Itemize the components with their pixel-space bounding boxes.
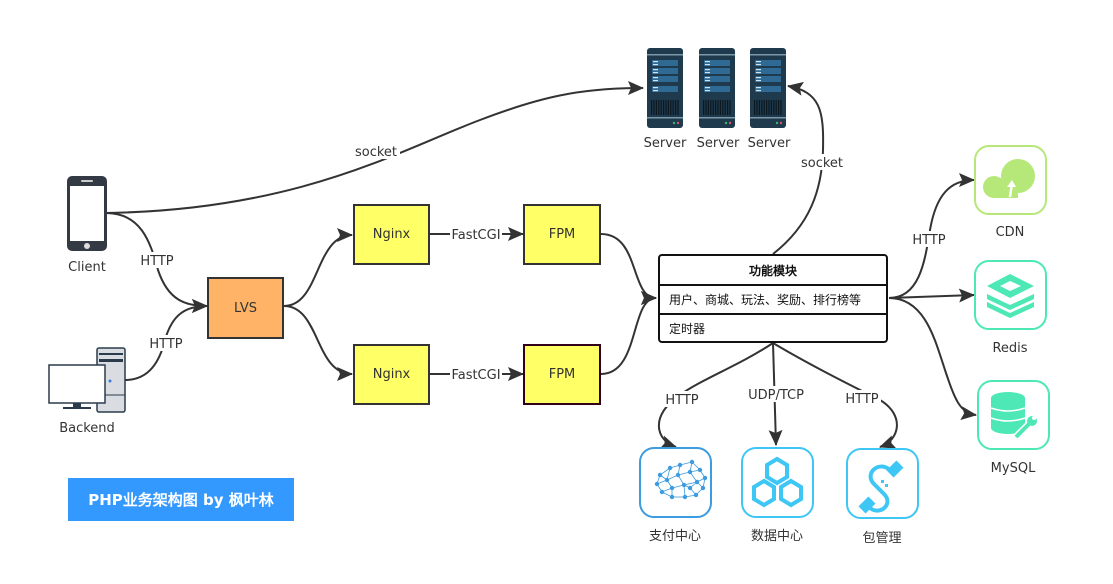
lvs-node[interactable]: LVS [207, 277, 284, 339]
server-rack-icon [750, 48, 786, 128]
edge-client-server [105, 81, 644, 214]
mesh-node [669, 485, 675, 491]
edge-module-redis [888, 288, 975, 303]
datacenter-label: 数据中心 [751, 529, 803, 544]
mesh-node [687, 485, 693, 491]
server-label-2: Server [697, 136, 740, 151]
title-banner: PHP业务架构图 by 枫叶林 [68, 478, 294, 521]
mesh-node [654, 481, 660, 487]
mesh-node [687, 469, 693, 475]
edge-client-lvs [105, 212, 208, 313]
mesh-node [694, 479, 700, 485]
nginx-bottom-label: Nginx [372, 367, 411, 382]
mesh-node [669, 494, 675, 500]
mesh-node [682, 494, 688, 500]
fpm-node-top[interactable]: FPM [523, 204, 601, 265]
redis-stack-icon [974, 260, 1047, 330]
mesh-node [677, 462, 683, 468]
edge-fpm-top-module [600, 233, 657, 305]
fpm-node-bottom[interactable]: FPM [523, 344, 601, 405]
edge-label-module-datacenter: UDP/TCP [748, 388, 804, 403]
edge-label-module-cdn: HTTP [912, 233, 945, 248]
mesh-node [675, 472, 681, 478]
network-cloud-icon [639, 447, 712, 518]
mesh-node [657, 472, 663, 478]
edge-lvs-nginx-bottom [283, 305, 353, 381]
cable-connector-icon [846, 448, 919, 519]
mysql-label: MySQL [991, 461, 1036, 476]
redis-label: Redis [992, 341, 1027, 356]
edge-module-cdn [888, 173, 975, 299]
hexagons-icon [741, 447, 814, 518]
smartphone-icon [67, 176, 107, 251]
server-label-3: Server [748, 136, 791, 151]
module-row-features: 用户、商城、玩法、奖励、排行榜等 [660, 286, 886, 315]
edge-label-backend-lvs: HTTP [149, 337, 182, 352]
edge-label-module-server: socket [801, 156, 843, 171]
nginx-node-bottom[interactable]: Nginx [353, 344, 430, 405]
mesh-node [702, 475, 708, 481]
nginx-node-top[interactable]: Nginx [353, 204, 430, 265]
edge-label-nginx-fpm-top: FastCGI [451, 228, 500, 243]
server-label-1: Server [644, 136, 687, 151]
module-title: 功能模块 [660, 256, 886, 286]
feature-module[interactable]: 功能模块 用户、商城、玩法、奖励、排行榜等 定时器 [658, 254, 888, 343]
mesh-node [697, 467, 703, 473]
edge-label-module-package: HTTP [845, 392, 878, 407]
edge-label-client-lvs: HTTP [140, 254, 173, 269]
edge-fpm-bottom-module [600, 291, 657, 375]
mesh-node [667, 465, 673, 471]
cdn-label: CDN [996, 225, 1025, 240]
backend-label: Backend [59, 421, 115, 436]
mesh-node [659, 489, 665, 495]
nginx-top-label: Nginx [372, 227, 411, 242]
fpm-top-label: FPM [548, 227, 576, 242]
server-group [647, 48, 786, 128]
mesh-node [693, 492, 699, 498]
edge-lvs-nginx-top [283, 228, 353, 307]
edge-label-client-server: socket [355, 145, 397, 160]
database-wrench-icon [977, 380, 1050, 450]
payment-label: 支付中心 [649, 529, 701, 544]
mesh-link [683, 481, 698, 486]
edge-module-mysql [888, 297, 977, 421]
cloud-upload-icon [974, 145, 1047, 215]
mesh-node [700, 485, 706, 491]
package-label: 包管理 [862, 531, 901, 546]
desktop-computer-icon [48, 347, 126, 413]
edge-label-module-payment: HTTP [665, 393, 698, 408]
mesh-node [664, 477, 670, 483]
server-rack-icon [699, 48, 735, 128]
fpm-bottom-label: FPM [548, 367, 576, 382]
mesh-node [681, 482, 687, 488]
edge-label-nginx-fpm-bottom: FastCGI [451, 368, 500, 383]
lvs-label: LVS [234, 300, 257, 316]
module-row-timer: 定时器 [669, 321, 706, 336]
server-rack-icon [647, 48, 683, 128]
client-label: Client [68, 260, 106, 275]
edge-module-server [772, 81, 825, 255]
mesh-node [689, 459, 695, 465]
